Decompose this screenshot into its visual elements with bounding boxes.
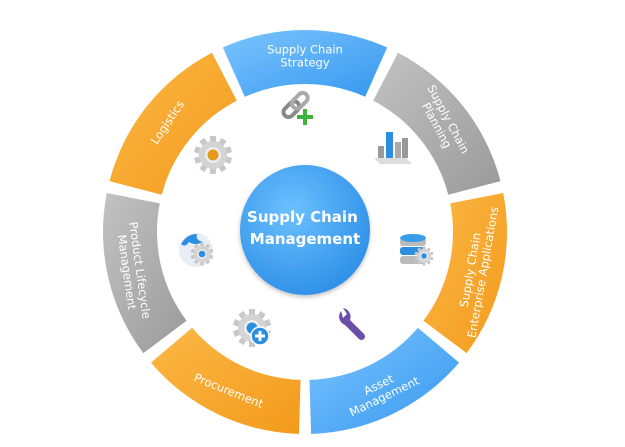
- center-title: Supply Chain Management: [247, 208, 363, 248]
- segment-procurement[interactable]: Procurement: [150, 327, 301, 434]
- segment-product-lifecycle-management[interactable]: Product LifecycleManagement: [102, 192, 187, 354]
- center-title-line2: Management: [250, 230, 360, 248]
- segment-supply-chain-enterprise-applications[interactable]: Supply ChainEnterprise Applications: [423, 192, 507, 354]
- wrench-icon: [339, 308, 366, 341]
- segment-label: Product LifecycleManagement: [113, 221, 153, 322]
- gear-icon: [194, 136, 232, 174]
- center-title-line1: Supply Chain: [247, 208, 358, 226]
- segment-label-line: Strategy: [280, 56, 329, 70]
- link-add-icon: [281, 90, 313, 125]
- icon-layer: [179, 90, 434, 347]
- segment-logistics[interactable]: Logistics: [109, 52, 237, 195]
- globe-gear-icon: [179, 233, 214, 267]
- database-gear-icon: [400, 234, 434, 266]
- segment-supply-chain-planning[interactable]: Supply ChainPlanning: [373, 52, 501, 195]
- center-circle: Supply Chain Management: [240, 165, 370, 295]
- segment-label-line: Supply Chain: [267, 43, 343, 57]
- bar-chart-icon: [374, 132, 412, 164]
- gear-plus-icon: [233, 309, 271, 347]
- segment-asset-management[interactable]: AssetManagement: [309, 327, 460, 434]
